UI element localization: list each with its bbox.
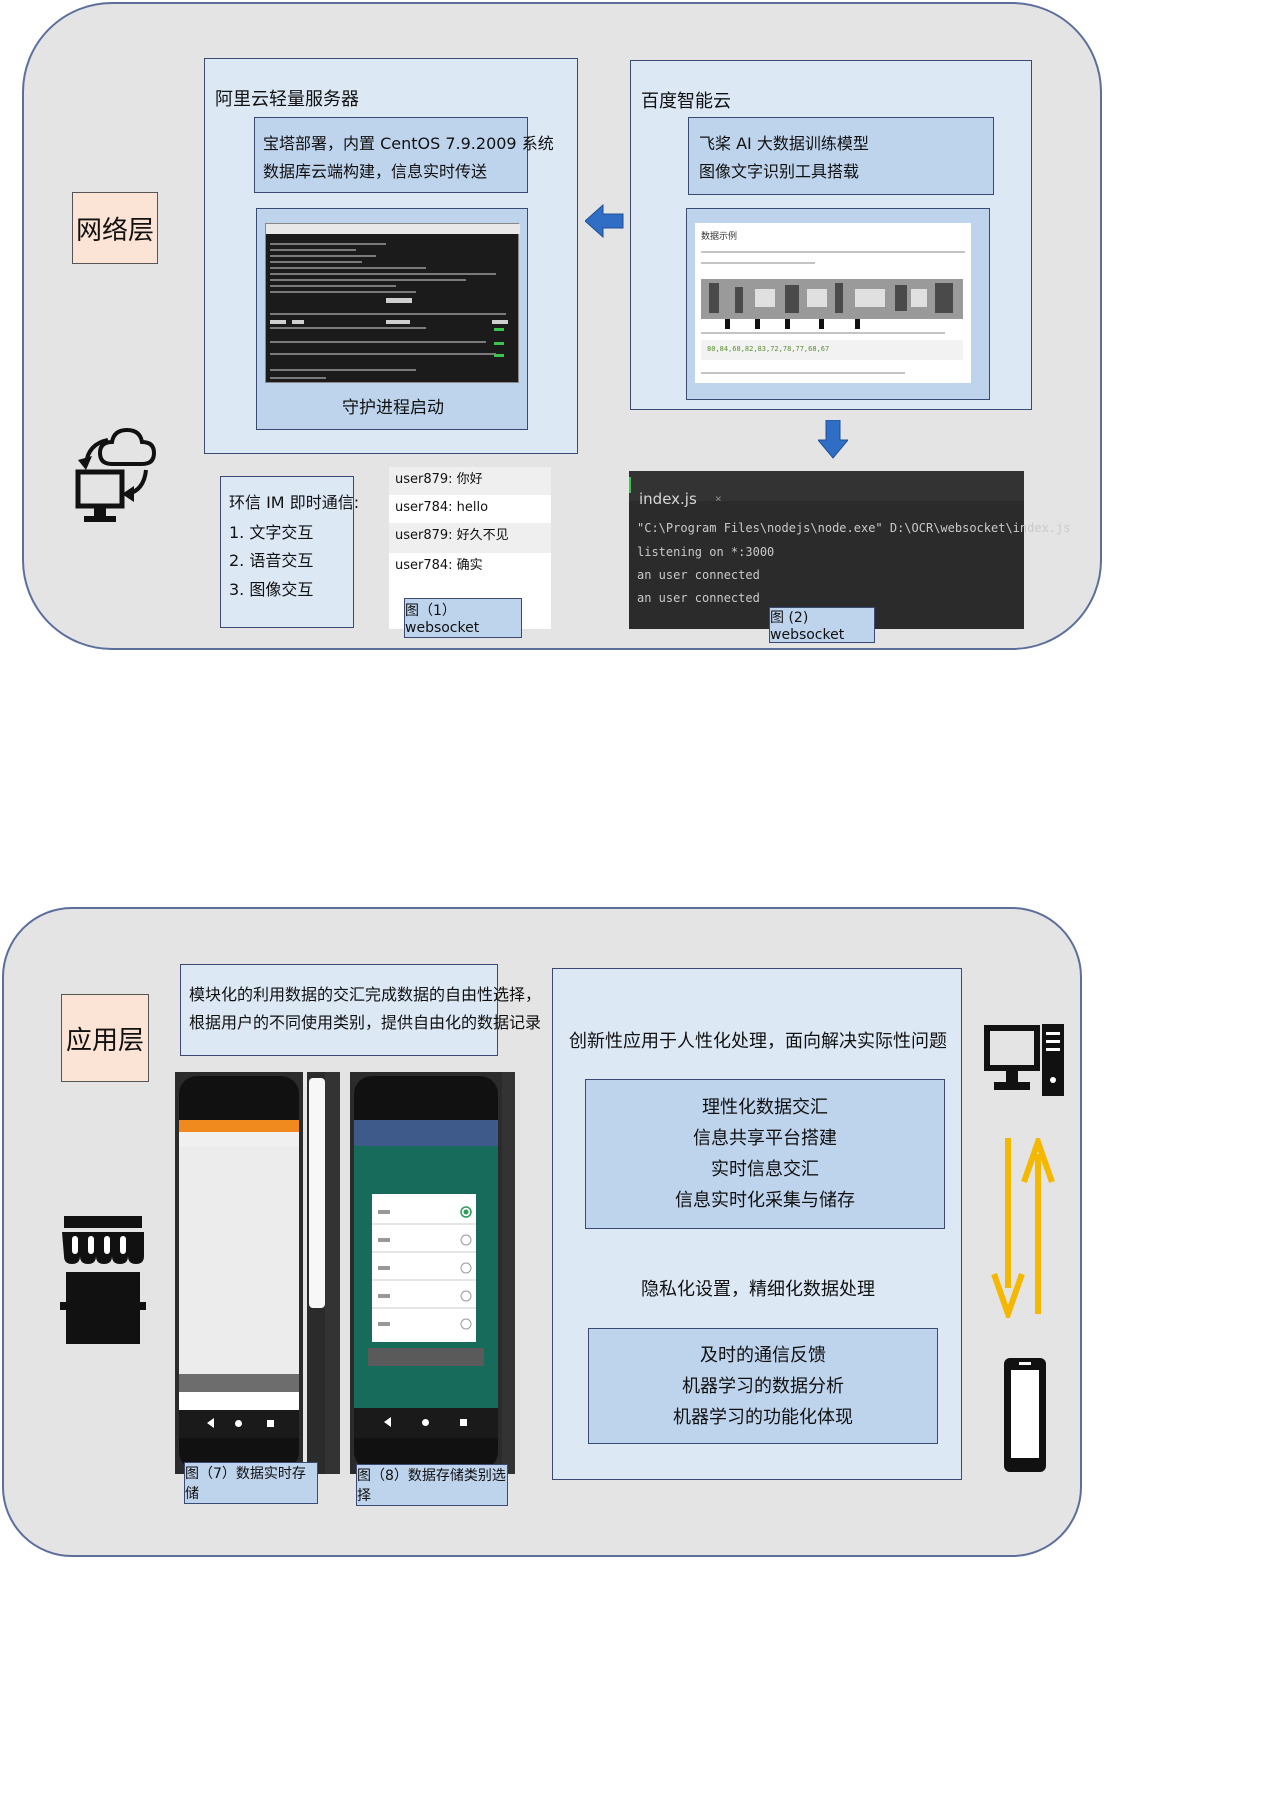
aliyun-title: 阿里云轻量服务器: [215, 89, 359, 110]
android-recents-icon[interactable]: [460, 1419, 467, 1426]
terminal-text-lines: [270, 243, 508, 379]
paddle-box: 飞桨 AI 大数据训练模型 图像文字识别工具搭载: [688, 117, 994, 195]
feature-item: 机器学习的数据分析: [682, 1375, 844, 1397]
features-bottom-box: 及时的通信反馈 机器学习的数据分析 机器学习的功能化体现: [588, 1328, 938, 1444]
im-item-1: 1. 文字交互: [229, 523, 314, 542]
android-recents-icon[interactable]: [267, 1420, 274, 1427]
deploy-box: 宝塔部署，内置 CentOS 7.9.2009 系统 数据库云端构建，信息实时传…: [254, 117, 554, 193]
save-button[interactable]: [368, 1348, 484, 1366]
terminal-line: "C:\Program Files\nodejs\node.exe" D:\OC…: [637, 521, 1071, 535]
chat-message: user784: 确实: [389, 553, 551, 583]
im-title: 环信 IM 即时通信:: [229, 493, 360, 512]
category-options[interactable]: [372, 1194, 476, 1342]
deploy-line-1: 宝塔部署，内置 CentOS 7.9.2009 系统: [263, 134, 554, 153]
chat-caption: 图（1）websocket: [404, 598, 522, 638]
feature-item: 及时的通信反馈: [700, 1344, 826, 1366]
node-terminal-screenshot: index.js × "C:\Program Files\nodejs\node…: [629, 471, 1070, 629]
modular-line-1: 模块化的利用数据的交汇完成数据的自由性选择，: [189, 985, 542, 1004]
paddle-line-2: 图像文字识别工具搭载: [699, 162, 860, 181]
ocr-sample-image: [701, 251, 965, 374]
sample-title: 数据示例: [701, 232, 738, 242]
terminal-line: an user connected: [637, 591, 760, 605]
terminal-tab[interactable]: index.js: [639, 490, 697, 508]
shop-icon: [60, 1216, 146, 1344]
chat-message: user879: 好久不见: [389, 523, 551, 553]
arrow-left-icon: [585, 203, 624, 239]
feature-item: 机器学习的功能化体现: [673, 1406, 853, 1428]
im-box: 环信 IM 即时通信: 1. 文字交互 2. 语音交互 3. 图像交互: [220, 476, 359, 628]
baidu-title: 百度智能云: [641, 91, 731, 112]
server-terminal-screenshot: [265, 223, 520, 383]
sample-box: 数据示例 80,84,68,82,83,72,78,77,68,67: [686, 208, 990, 400]
im-item-2: 2. 语音交互: [229, 551, 314, 570]
cloud-computer-sync-icon: [75, 427, 157, 522]
phone-screenshot-2: [350, 1072, 515, 1474]
terminal-line: an user connected: [637, 568, 760, 582]
paddle-line-1: 飞桨 AI 大数据训练模型: [699, 134, 869, 153]
feature-item: 实时信息交汇: [711, 1159, 819, 1180]
chat-message: user784: hello: [389, 495, 551, 525]
android-home-icon[interactable]: [422, 1419, 429, 1426]
android-home-icon[interactable]: [235, 1420, 242, 1427]
phone-screenshot-1: [175, 1072, 340, 1474]
features-top-box: 理性化数据交汇 信息共享平台搭建 实时信息交汇 信息实时化采集与储存: [585, 1079, 945, 1229]
application-layer-label: 应用层: [61, 994, 149, 1082]
emulator-toolbar[interactable]: [309, 1078, 325, 1308]
terminal-line: listening on *:3000: [637, 545, 775, 559]
daemon-caption: 守护进程启动: [342, 398, 444, 418]
privacy-title: 隐私化设置，精细化数据处理: [641, 1279, 875, 1300]
android-back-icon[interactable]: [384, 1417, 391, 1427]
modular-line-2: 根据用户的不同使用类别，提供自由化的数据记录: [189, 1013, 542, 1032]
daemon-box: 守护进程启动: [256, 208, 528, 430]
modular-box: 模块化的利用数据的交汇完成数据的自由性选择， 根据用户的不同使用类别，提供自由化…: [180, 964, 541, 1056]
tab-close-icon[interactable]: ×: [715, 492, 722, 505]
sample-label-values: 80,84,68,82,83,72,78,77,68,67: [707, 345, 830, 353]
ocr-sample-screenshot: 数据示例 80,84,68,82,83,72,78,77,68,67: [695, 223, 971, 383]
network-layer-label: 网络层: [72, 192, 158, 264]
bidirectional-arrow-icon: [991, 1138, 1055, 1318]
smartphone-icon: [1004, 1358, 1046, 1472]
android-back-icon[interactable]: [207, 1418, 214, 1428]
feature-item: 信息实时化采集与储存: [675, 1190, 855, 1211]
feature-item: 信息共享平台搭建: [693, 1128, 837, 1149]
chat-message: user879: 你好: [389, 467, 551, 497]
deploy-line-2: 数据库云端构建，信息实时传送: [263, 162, 488, 181]
innovation-title: 创新性应用于人性化处理，面向解决实际性问题: [569, 1031, 947, 1052]
feature-item: 理性化数据交汇: [702, 1097, 828, 1118]
desktop-computer-icon: [984, 1024, 1064, 1096]
terminal-caption: 图 (2) websocket: [769, 607, 875, 643]
im-item-3: 3. 图像交互: [229, 580, 314, 599]
phone1-caption: 图（7）数据实时存储: [184, 1462, 318, 1504]
phone2-caption: 图（8）数据存储类别选择: [356, 1464, 508, 1506]
arrow-down-icon: [818, 420, 848, 459]
